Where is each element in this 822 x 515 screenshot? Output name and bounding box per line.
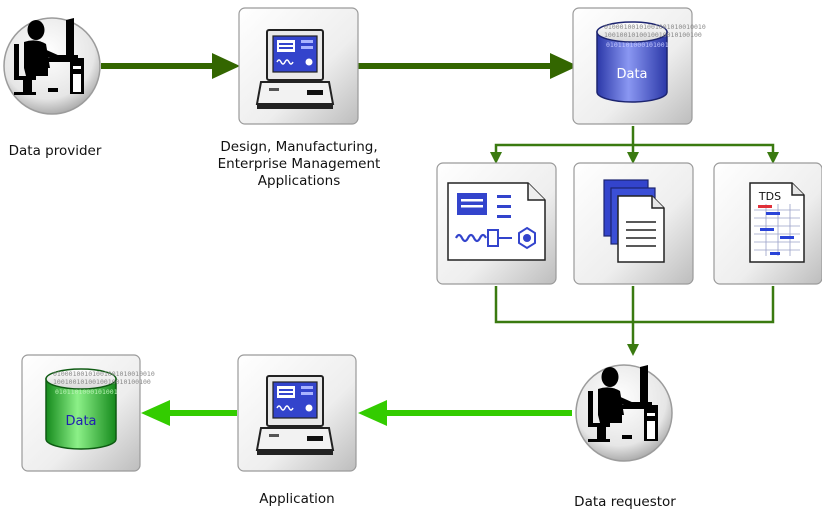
data-provider-node <box>3 17 101 115</box>
data-store-top-node: 01000100101001001010010010 1001001010010… <box>572 7 706 125</box>
data-requestor-node <box>575 364 673 462</box>
connector-data-to-outputs <box>490 126 779 164</box>
svg-text:1001001010010010010100100: 1001001010010010010100100 <box>53 378 151 386</box>
flow-arrow-application-to-data <box>141 400 237 426</box>
output-drawing-node <box>436 162 557 285</box>
design-apps-label-line-3: Applications <box>257 173 341 189</box>
database-cylinder-icon: 01000100101001001010010010 1001001010010… <box>45 368 155 450</box>
data-requestor-label: Data requestor <box>574 494 676 510</box>
tds-label: TDS <box>758 190 781 203</box>
design-apps-label-line-2: Enterprise Management <box>217 156 381 172</box>
output-documents-node <box>573 162 694 285</box>
flow-arrow-design-to-data <box>358 53 578 79</box>
flow-arrow-requestor-to-application <box>358 400 572 426</box>
design-apps-node <box>238 7 359 125</box>
svg-text:0101101000101001: 0101101000101001 <box>606 41 669 49</box>
application-node <box>237 354 357 472</box>
connector-outputs-to-requestor <box>494 286 775 356</box>
data-store-bottom-node: 01000100101001001010010010 1001001010010… <box>21 354 155 472</box>
data-store-bottom-label: Data <box>65 414 96 429</box>
engineering-drawing-icon <box>447 182 546 261</box>
design-apps-label: Design, Manufacturing, Enterprise Manage… <box>200 139 398 190</box>
application-label: Application <box>259 491 335 507</box>
output-tds-node: TDS <box>713 162 822 285</box>
svg-text:0101101000101001: 0101101000101001 <box>55 388 118 396</box>
document-stack-icon <box>603 179 665 263</box>
flow-arrow-provider-to-design <box>101 53 240 79</box>
data-store-top-label: Data <box>616 67 647 82</box>
computer-workstation-icon <box>256 29 334 110</box>
binary-digits: 01000100101001001010010010 <box>604 23 706 31</box>
design-apps-label-line-1: Design, Manufacturing, <box>220 139 378 155</box>
binary-digits: 01000100101001001010010010 <box>53 370 155 378</box>
computer-workstation-icon <box>256 375 334 456</box>
tds-datasheet-icon <box>749 182 805 263</box>
svg-text:1001001010010010010100100: 1001001010010010010100100 <box>604 31 702 39</box>
data-provider-label: Data provider <box>8 143 102 159</box>
database-cylinder-icon: 01000100101001001010010010 1001001010010… <box>596 21 706 103</box>
